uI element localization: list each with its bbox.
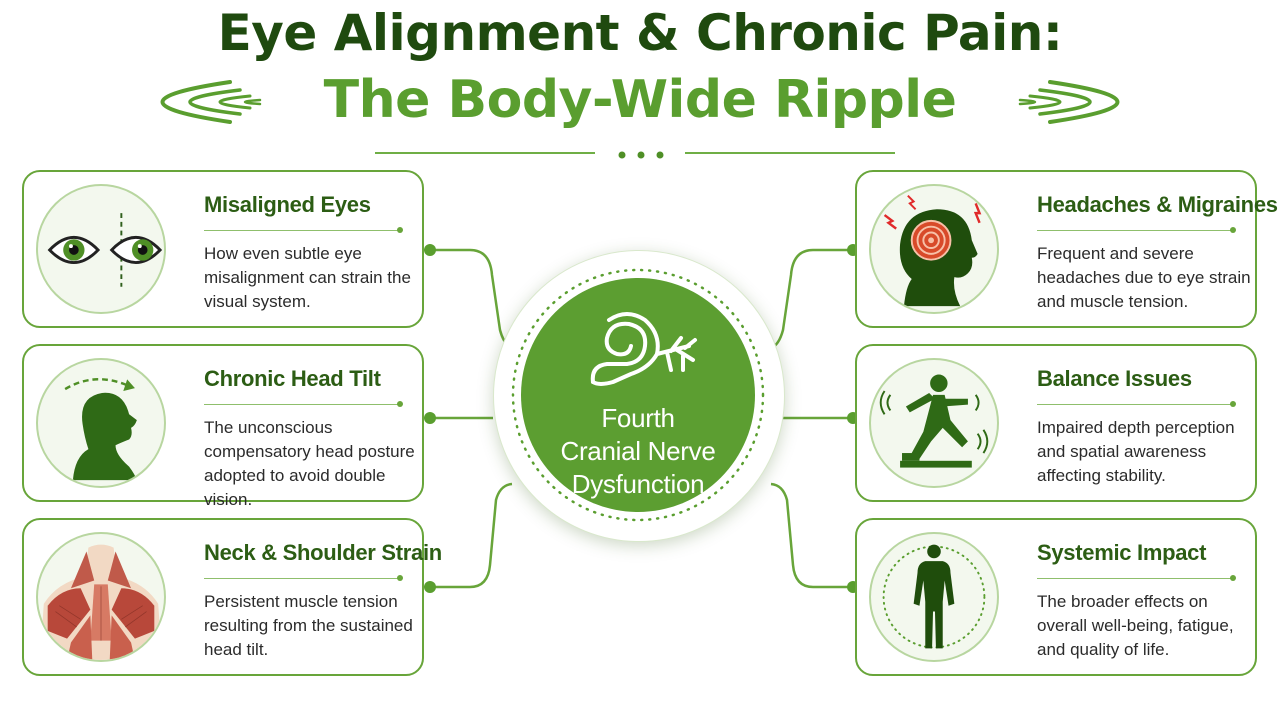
headache-icon <box>869 184 999 314</box>
card-description: The broader effects on overall well-bein… <box>1037 592 1234 659</box>
card-description: Persistent muscle tension resulting from… <box>204 592 413 659</box>
center-label-line: Cranial Nerve <box>560 436 716 466</box>
card-description: Impaired depth perception and spatial aw… <box>1037 418 1235 485</box>
card-systemic-impact: Systemic Impact The broader effects on o… <box>855 518 1257 676</box>
card-headaches-migraines: Headaches & Migraines Frequent and sever… <box>855 170 1278 328</box>
card-title: Headaches & Migraines <box>1037 192 1278 217</box>
center-label: Fourth Cranial Nerve Dysfunction <box>521 402 755 501</box>
card-title: Systemic Impact <box>1037 540 1207 565</box>
card-chronic-head-tilt: Chronic Head Tilt The unconscious compen… <box>22 344 424 509</box>
body-icon <box>869 532 999 662</box>
card-underline <box>204 575 403 581</box>
center-label-line: Dysfunction <box>571 469 705 499</box>
balance-icon <box>869 358 999 488</box>
center-dotted-ring <box>511 268 765 522</box>
left-ripple-icon <box>160 80 262 124</box>
title-block: Eye Alignment & Chronic Pain: The Body-W… <box>0 0 1280 170</box>
card-underline <box>204 227 403 233</box>
head-tilt-icon <box>36 358 166 488</box>
card-description: Frequent and severe headaches due to eye… <box>1037 244 1251 311</box>
card-underline <box>1037 227 1236 233</box>
eyes-icon <box>36 184 166 314</box>
card-underline <box>204 401 403 407</box>
card-description: The unconscious compensatory head postur… <box>204 418 415 509</box>
card-description: How even subtle eye misalignment can str… <box>204 244 411 311</box>
center-label-line: Fourth <box>601 403 675 433</box>
right-ripple-icon <box>1018 80 1120 124</box>
card-title: Misaligned Eyes <box>204 192 371 217</box>
card-underline <box>1037 575 1236 581</box>
neck-shoulder-muscles-icon <box>36 532 166 662</box>
card-neck-shoulder-strain: Neck & Shoulder Strain Persistent muscle… <box>22 518 442 676</box>
title-divider <box>375 151 895 159</box>
card-title: Chronic Head Tilt <box>204 366 381 391</box>
cranial-nerve-icon <box>590 312 697 386</box>
card-title: Neck & Shoulder Strain <box>204 540 442 565</box>
center-hub <box>521 278 755 512</box>
card-misaligned-eyes: Misaligned Eyes How even subtle eye misa… <box>22 170 424 328</box>
title-subtitle: The Body-Wide Ripple <box>323 70 957 130</box>
card-balance-issues: Balance Issues Impaired depth perception… <box>855 344 1257 502</box>
card-title: Balance Issues <box>1037 366 1192 391</box>
title-main: Eye Alignment & Chronic Pain: <box>217 4 1063 62</box>
card-underline <box>1037 401 1236 407</box>
